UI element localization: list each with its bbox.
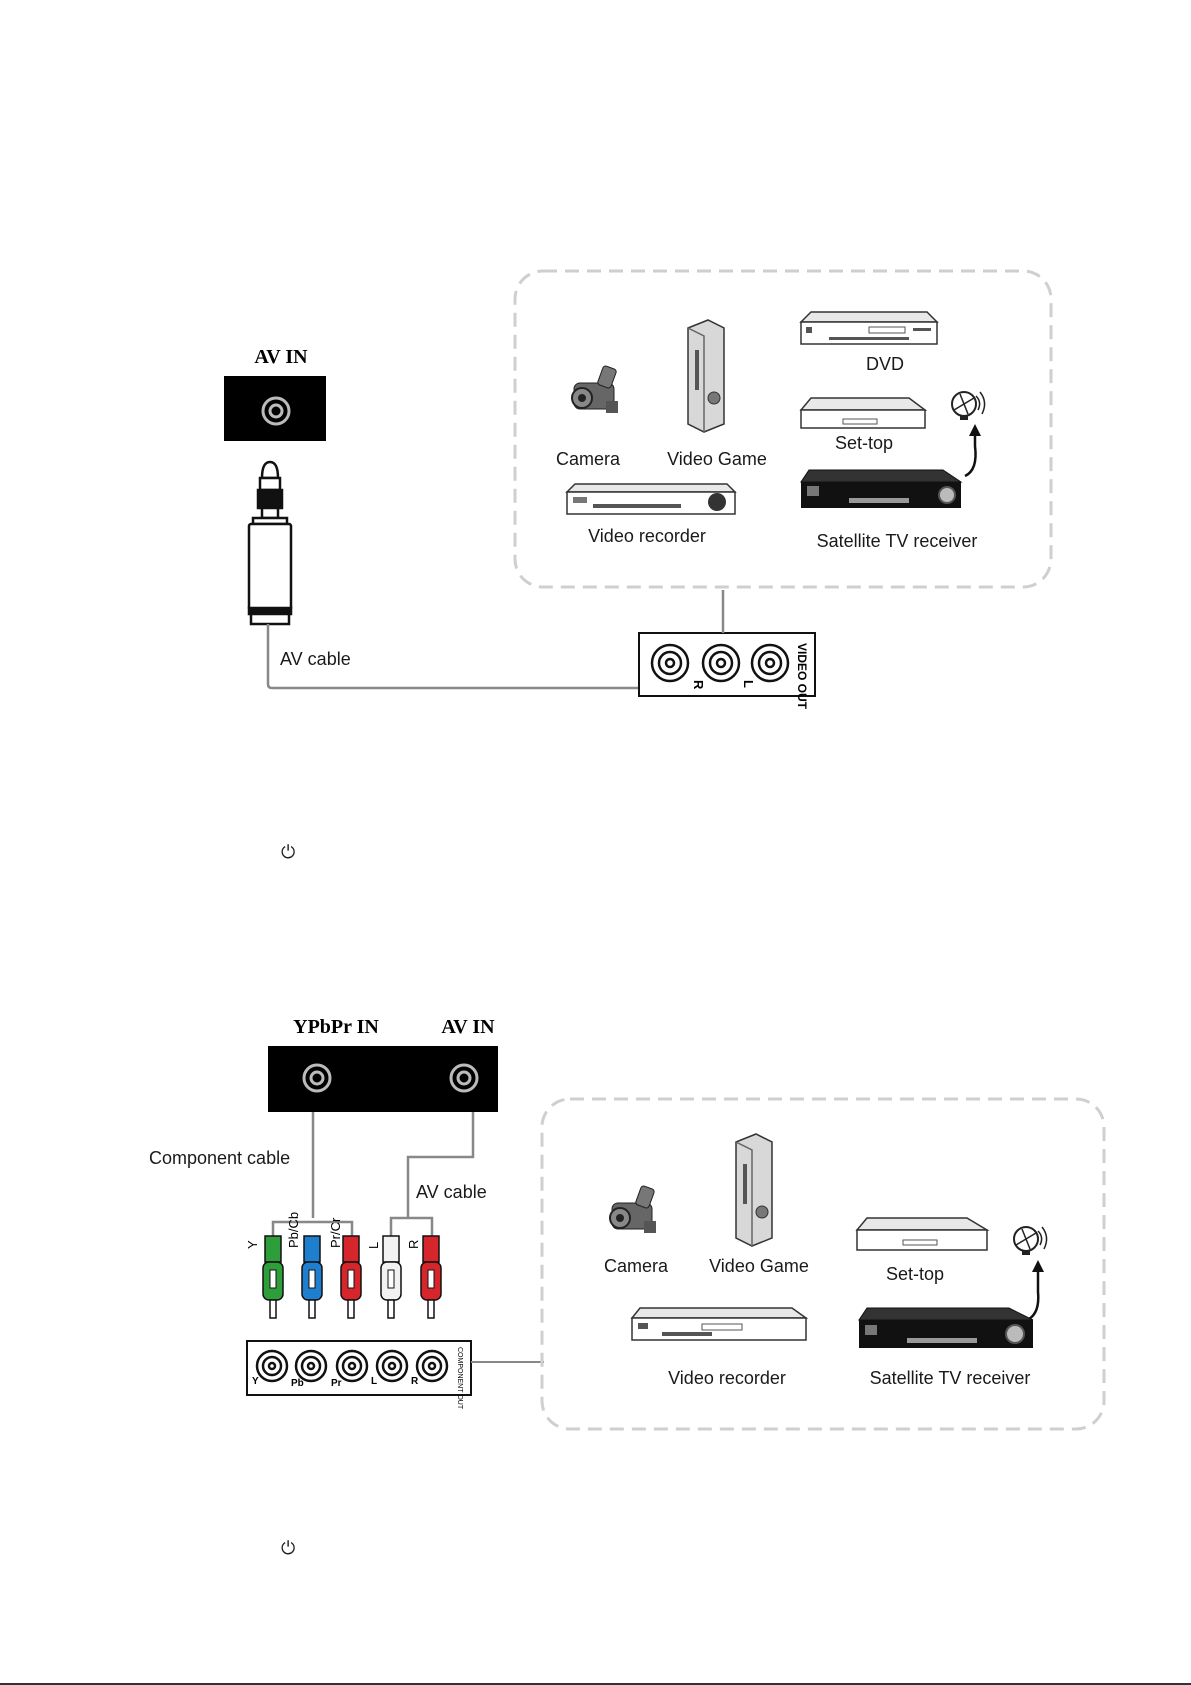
rca-plug-pb xyxy=(302,1236,322,1318)
av-jack-plug xyxy=(249,462,291,624)
power-icon: ⏻ xyxy=(281,842,295,863)
component-port-pb: Pb xyxy=(291,1378,304,1389)
device-video-recorder-label: Video recorder xyxy=(588,526,706,546)
satellite-dish-icon xyxy=(952,392,985,420)
component-port-pr: Pr xyxy=(331,1378,342,1389)
device-satellite-label-2: Satellite TV receiver xyxy=(870,1368,1031,1388)
cable-lines xyxy=(273,1112,473,1237)
av-cable-label: AV cable xyxy=(280,649,351,669)
plug-label-l: L xyxy=(366,1242,381,1249)
satellite-signal-arrow-2 xyxy=(1027,1268,1038,1320)
device-dvd-label: DVD xyxy=(866,354,904,374)
set-top-box-icon xyxy=(857,1218,987,1250)
device-set-top-label-2: Set-top xyxy=(886,1264,944,1284)
device-video-recorder-label-2: Video recorder xyxy=(668,1368,786,1388)
video-recorder-icon xyxy=(567,484,735,514)
component-cable-label: Component cable xyxy=(149,1148,290,1168)
satellite-dish-icon xyxy=(1014,1227,1047,1255)
camera-icon xyxy=(610,1185,656,1233)
av-in-title: AV IN xyxy=(254,346,308,368)
video-out-panel: R L VIDEO OUT xyxy=(639,633,815,710)
input-port-box xyxy=(268,1046,498,1112)
av-cable-label-2: AV cable xyxy=(416,1182,487,1202)
plug-label-r: R xyxy=(406,1240,421,1249)
satellite-receiver-icon xyxy=(801,470,961,508)
device-camera-label: Camera xyxy=(556,449,621,469)
plug-label-y: Y xyxy=(245,1240,260,1249)
av-in-title-2: AV IN xyxy=(441,1016,495,1038)
device-camera-label-2: Camera xyxy=(604,1256,669,1276)
device-set-top-label: Set-top xyxy=(835,433,893,453)
component-port-l: L xyxy=(371,1376,377,1387)
satellite-receiver-icon xyxy=(859,1308,1033,1348)
rca-plug-r xyxy=(421,1236,441,1318)
plug-label-pb: Pb/Cb xyxy=(286,1212,301,1248)
device-video-game-label: Video Game xyxy=(667,449,767,469)
dvd-player-icon xyxy=(801,312,937,344)
component-port-r: R xyxy=(411,1376,419,1387)
video-out-title: VIDEO OUT xyxy=(795,643,809,710)
video-game-console-icon xyxy=(688,320,724,432)
device-video-game-label-2: Video Game xyxy=(709,1256,809,1276)
video-game-console-icon xyxy=(736,1134,772,1246)
av-in-port-box xyxy=(224,376,326,441)
ypbpr-in-title: YPbPr IN xyxy=(293,1016,379,1038)
plug-label-pr: Pr/Cr xyxy=(328,1217,343,1248)
component-connection-diagram: YPbPr IN AV IN Component cable AV cable … xyxy=(0,1000,1191,1450)
satellite-signal-arrow xyxy=(965,432,976,476)
power-icon: ⏻ xyxy=(281,1538,295,1559)
video-out-port-r: R xyxy=(691,680,706,690)
component-out-panel: Y Pb Pr L R COMPONENT OUT xyxy=(247,1341,471,1410)
set-top-box-icon xyxy=(801,398,925,428)
video-recorder-icon xyxy=(632,1308,806,1340)
rca-plug-pr xyxy=(341,1236,361,1318)
av-connection-diagram: AV IN AV cable R L VIDEO OUT xyxy=(0,0,1191,760)
rca-plug-y xyxy=(263,1236,283,1318)
component-out-title: COMPONENT OUT xyxy=(456,1347,463,1410)
component-port-y: Y xyxy=(252,1376,259,1387)
device-satellite-label: Satellite TV receiver xyxy=(817,531,978,551)
video-out-port-l: L xyxy=(741,680,756,688)
camera-icon xyxy=(572,365,618,413)
rca-plug-l xyxy=(381,1236,401,1318)
